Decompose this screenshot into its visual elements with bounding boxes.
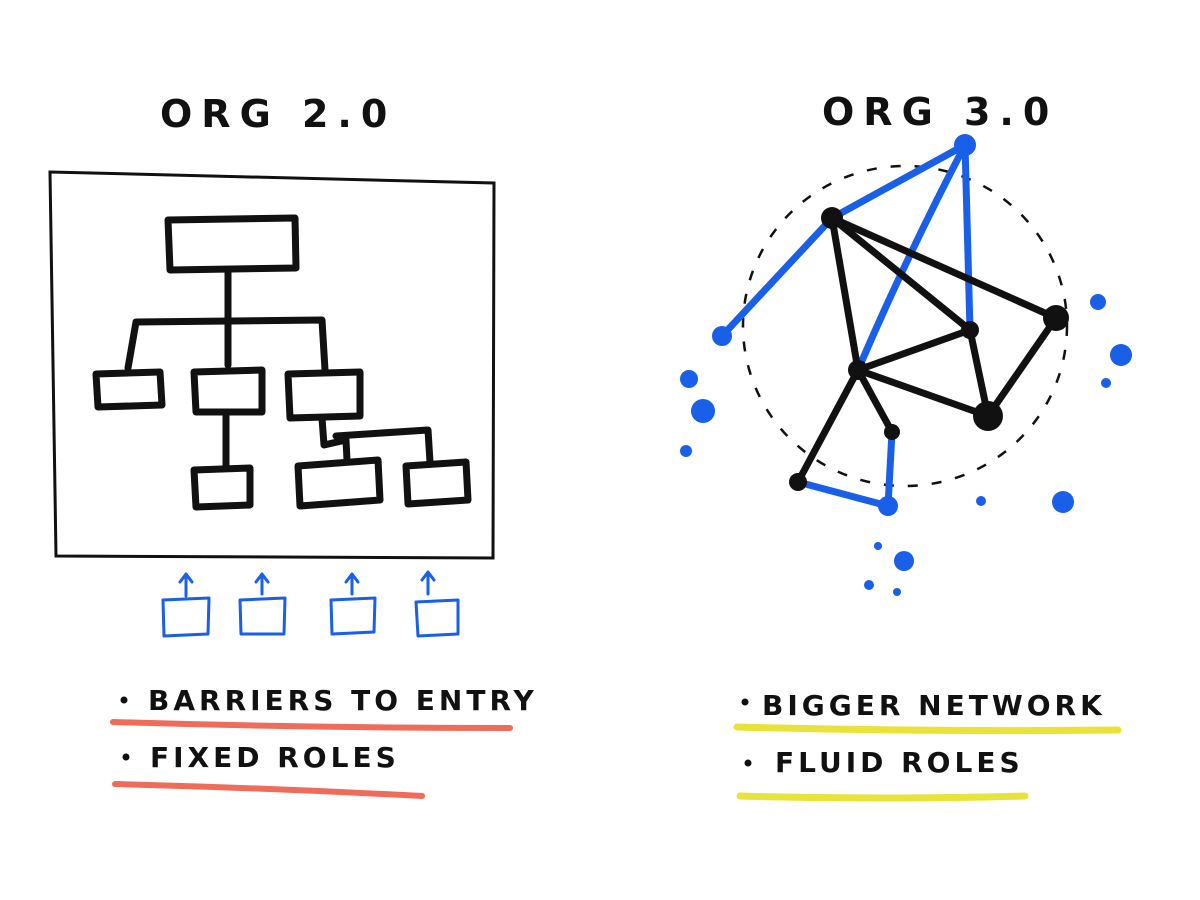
dot [893,588,901,596]
bullet-fluid-roles: FLUID ROLES [775,746,1024,779]
org-chart-root-box [164,214,300,274]
arrow-up-icon [178,572,194,598]
network-node-black [973,401,1003,431]
org-chart-box-level2-b [294,456,384,510]
applicant-box [161,596,211,638]
dot [1110,344,1132,366]
network-node-blue [954,134,976,156]
org-2-panel: ORG 2.0 BARRIERS TO ENTRY [48,92,538,799]
dot [894,551,914,571]
external-link-center [854,141,969,374]
network-node-black [848,360,868,380]
bullet-dot [744,759,752,767]
external-link-top-left [718,141,969,340]
network-boundary-dashed [741,164,1069,488]
network-node-black [961,321,979,339]
org-3-panel: ORG 3.0 [680,90,1132,802]
bullet-dot [741,698,749,706]
org-2-title: ORG 2.0 [160,92,396,136]
core-link-left [794,214,862,486]
core-link-outer [828,214,1060,420]
red-underline [110,719,513,731]
dot [1052,491,1074,513]
arrow-up-icon [420,570,436,596]
dot [691,399,715,423]
level-1-connector [124,316,329,374]
bullet-fixed-roles: FIXED ROLES [150,741,400,774]
branch-connector-right-b [332,426,434,466]
org-boundary-box [48,170,496,560]
network-node-black [1043,305,1069,331]
dot [680,370,698,388]
yellow-underline [733,723,1122,735]
applicant-box [414,598,460,638]
core-link-lower [854,366,896,436]
org-chart-box-level1-left [92,368,166,411]
network-node-black [884,424,900,440]
bullet-dot [120,696,128,704]
applicant-box [329,596,377,636]
network-node-black [789,473,807,491]
org-chart-box-level1-right [284,368,364,422]
dot [680,445,692,457]
branch-connector-right-a [318,414,351,464]
org-3-title: ORG 3.0 [822,90,1058,134]
scattered-dots [680,294,1132,596]
dot [1101,378,1111,388]
core-link-cross [854,326,974,374]
network-node-blue [878,496,898,516]
applicant-box [238,596,287,636]
org-chart-box-level2-a [190,464,254,511]
org-chart-box-level2-c [402,458,472,508]
dot [976,496,986,506]
dot [874,542,882,550]
org-chart-box-level1-middle [190,366,266,416]
dot [1090,294,1106,310]
yellow-underline [736,792,1029,802]
arrow-up-icon [344,572,360,596]
bullet-bigger-network: BIGGER NETWORK [762,689,1106,722]
network-node-blue [712,326,732,346]
bullet-barriers-to-entry: BARRIERS TO ENTRY [148,684,538,717]
bullet-dot [122,753,130,761]
external-link-right [961,141,974,334]
red-underline [112,781,425,799]
external-link-bottom [794,428,896,510]
entry-applicants [161,570,460,638]
network-node-black [821,207,843,229]
dot [864,580,874,590]
arrow-up-icon [254,572,270,596]
